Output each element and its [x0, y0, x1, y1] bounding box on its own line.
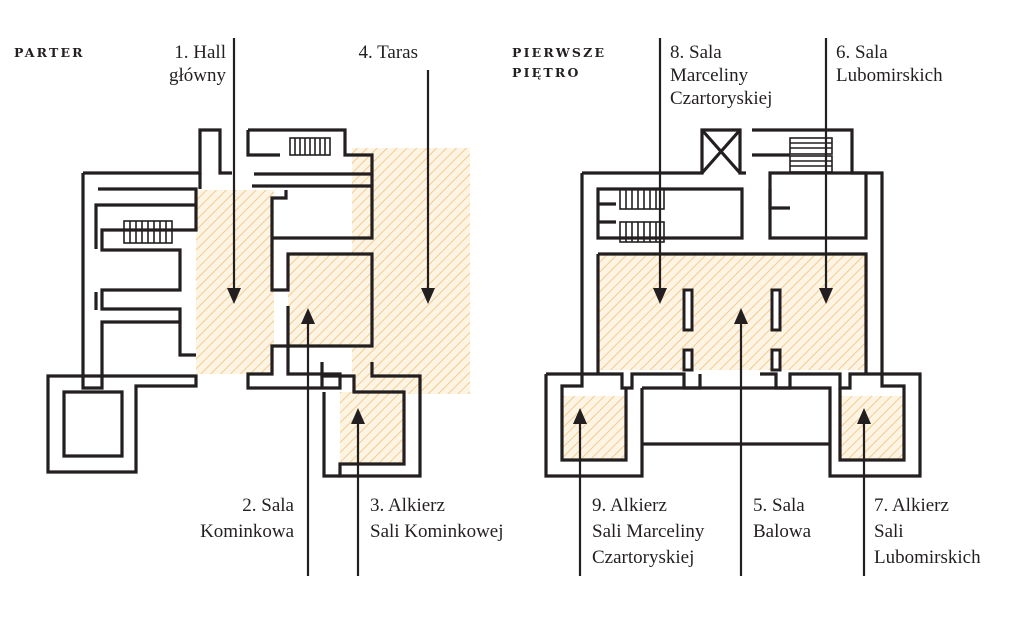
fireplace-room-label: 2. Sala Kominkowa — [200, 495, 295, 542]
lubomirski-alcove-arrow — [857, 408, 871, 576]
ground-stairs-left — [123, 220, 173, 244]
marcelina-alcove-highlight — [562, 396, 626, 460]
lubomirski-alcove-label-line3: Lubomirskich — [874, 547, 981, 568]
marcelina-room-arrow — [653, 38, 667, 304]
lubomirski-alcove-label: 7. Alkierz Sali Lubomirskich — [874, 495, 981, 568]
first-stairs-left-lower — [619, 221, 665, 243]
ground-floor-title: PARTER — [14, 45, 85, 60]
terrace-label: 4. Taras — [358, 42, 418, 63]
marcelina-room-label-line2: Marceliny — [670, 65, 749, 86]
first-floor-walls — [544, 128, 922, 478]
hall-label-line1: 1. Hall — [174, 42, 226, 63]
ballroom-label-line2: Balowa — [753, 521, 812, 542]
fireplace-alcove-label-line2: Sali Kominkowej — [370, 521, 504, 542]
hall-arrow — [227, 38, 241, 304]
ballroom-highlight — [598, 254, 868, 370]
lubomirski-room-label: 6. Sala Lubomirskich — [836, 42, 943, 86]
ballroom-pillars — [682, 288, 782, 372]
lubomirski-room-arrow — [819, 38, 833, 304]
lubomirski-alcove-label-line1: 7. Alkierz — [874, 495, 949, 516]
marcelina-alcove-label-line3: Czartoryskiej — [592, 547, 694, 568]
terrace-arrow — [421, 70, 435, 304]
lubomirski-alcove-highlight — [840, 396, 904, 460]
lubomirski-room-label-line1: 6. Sala — [836, 42, 888, 63]
first-floor-title-line1: PIERWSZE — [512, 45, 606, 60]
marcelina-alcove-label-line1: 9. Alkierz — [592, 495, 667, 516]
marcelina-alcove-arrow — [573, 408, 587, 576]
marcelina-room-label-line3: Czartoryskiej — [670, 88, 772, 109]
first-stairs-left-upper — [619, 188, 665, 210]
fireplace-room-label-line2: Kominkowa — [200, 521, 295, 542]
marcelina-room-label: 8. Sala Marceliny Czartoryskiej — [670, 42, 772, 109]
fireplace-alcove-highlight — [340, 392, 404, 464]
fireplace-room-label-line1: 2. Sala — [242, 495, 294, 516]
ballroom-label-line1: 5. Sala — [753, 495, 805, 516]
ballroom-label: 5. Sala Balowa — [753, 495, 812, 542]
first-floor-title-line2: PIĘTRO — [512, 65, 581, 80]
ballroom-arrow — [734, 308, 748, 576]
ground-floor-plan: PARTER — [14, 38, 504, 576]
marcelina-room-label-line1: 8. Sala — [670, 42, 722, 63]
lubomirski-room-label-line2: Lubomirskich — [836, 65, 943, 86]
lubomirski-alcove-label-line2: Sali — [874, 521, 904, 542]
ground-floor-walls — [46, 128, 422, 478]
fireplace-room-arrow — [301, 308, 315, 576]
first-floor-plan: PIERWSZE PIĘTRO — [512, 38, 981, 576]
hall-label-line2: główny — [169, 65, 227, 86]
hall-label: 1. Hall główny — [169, 42, 227, 86]
fireplace-alcove-label-line1: 3. Alkierz — [370, 495, 445, 516]
fireplace-alcove-label: 3. Alkierz Sali Kominkowej — [370, 495, 504, 542]
ground-stairs-top — [289, 137, 331, 156]
marcelina-alcove-label-line2: Sali Marceliny — [592, 521, 705, 542]
marcelina-alcove-label: 9. Alkierz Sali Marceliny Czartoryskiej — [592, 495, 705, 568]
fireplace-alcove-arrow — [351, 408, 365, 576]
